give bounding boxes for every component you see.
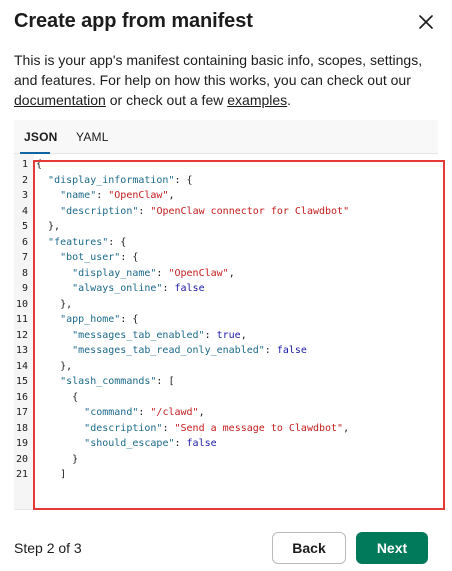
code-text: "display_information": { [48, 174, 193, 186]
line-number: 20 [15, 453, 28, 465]
line-number: 12 [15, 329, 28, 341]
line-number: 14 [15, 360, 28, 372]
line-number: 9 [21, 283, 28, 294]
tab-json[interactable]: JSON [24, 130, 58, 144]
code-text: "app_home": { [60, 314, 139, 325]
code-text: ] [36, 469, 67, 480]
step-indicator: Step 2 of 3 [14, 540, 82, 556]
description-text-2: or check out a few [105, 92, 228, 108]
manifest-code-editor[interactable]: 1 {2 "display_information": { 3 "name": "O… [14, 154, 438, 510]
code-text: }, [36, 221, 61, 232]
modal-title: Create app from manifest [14, 10, 253, 32]
line-number: 13 [15, 345, 28, 356]
code-text: "display_name": "OpenClaw", [72, 267, 235, 279]
code-text: "messages_tab_read_only_enabled": false [72, 345, 307, 356]
code-text: "description": "Send a message to Clawdb… [84, 422, 350, 434]
line-number: 8 [21, 267, 28, 279]
modal-description: This is your app's manifest containing b… [14, 50, 434, 110]
code-text: "description": "OpenClaw connector for C… [60, 205, 350, 217]
documentation-link[interactable]: documentation [14, 92, 106, 108]
code-text: "command": "/clawd", [84, 407, 205, 418]
line-number: 6 [21, 236, 28, 248]
close-button[interactable] [414, 10, 438, 34]
line-number: 19 [15, 438, 28, 449]
code-text: } [36, 453, 79, 465]
code-text: "features": { [48, 236, 127, 248]
code-text: "always_online": false [72, 283, 205, 294]
line-number: 5 [21, 221, 28, 232]
code-text: }, [36, 360, 73, 372]
format-tabs: JSON YAML [14, 120, 438, 154]
description-text-3: . [287, 92, 292, 108]
line-number-gutter [14, 154, 34, 509]
code-text: "messages_tab_enabled": true, [72, 329, 247, 341]
line-number: 10 [15, 298, 28, 310]
line-number: 15 [15, 376, 28, 387]
line-number: 4 [21, 205, 28, 217]
back-button[interactable]: Back [272, 532, 346, 564]
line-number: 18 [15, 422, 28, 434]
line-number: 7 [21, 252, 28, 263]
line-number: 11 [15, 314, 28, 325]
modal-footer: Step 2 of 3 Back Next [0, 528, 452, 568]
line-number: 1 [21, 159, 28, 170]
code-text: "name": "OpenClaw", [60, 190, 175, 201]
code-text: { [36, 159, 43, 170]
line-number: 2 [21, 174, 28, 186]
description-text-1: This is your app's manifest containing b… [14, 52, 423, 88]
line-number: 3 [21, 190, 28, 201]
next-button[interactable]: Next [356, 532, 428, 564]
code-text: "bot_user": { [60, 252, 139, 263]
code-text: "slash_commands": [ [60, 376, 175, 387]
close-icon [419, 15, 433, 29]
line-number: 21 [15, 469, 28, 480]
modal-header: Create app from manifest [14, 8, 438, 38]
examples-link[interactable]: examples [227, 92, 288, 108]
code-text: { [36, 391, 79, 403]
line-number: 16 [15, 391, 28, 403]
tab-yaml[interactable]: YAML [76, 130, 109, 144]
active-tab-indicator [20, 152, 50, 154]
code-text: }, [36, 298, 73, 310]
line-number: 17 [15, 407, 28, 418]
code-text: "should_escape": false [84, 438, 217, 449]
